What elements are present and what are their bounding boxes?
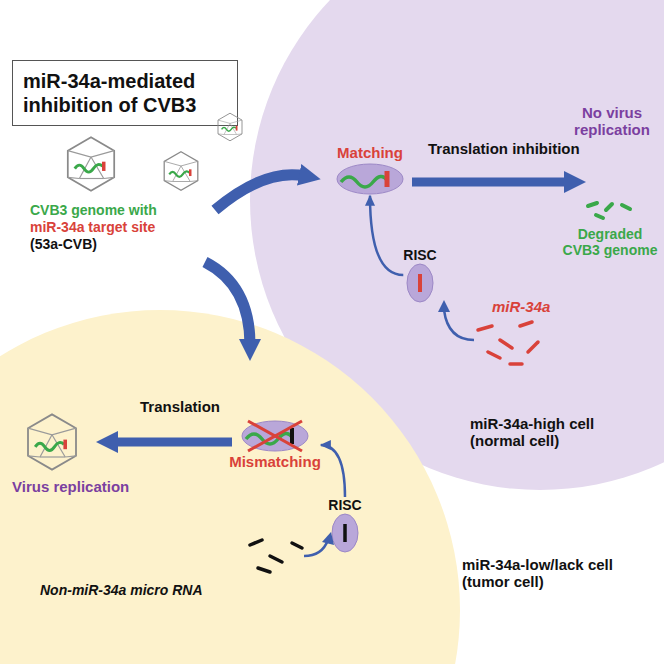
- complex-shape: [240, 419, 310, 453]
- virus-icon: [218, 113, 242, 141]
- complex-label: RISC: [328, 497, 361, 513]
- complex-shape: [331, 513, 359, 553]
- matching-complex: Matching: [335, 144, 405, 195]
- thin-arrow: [444, 310, 474, 340]
- mirna-fragments: [250, 540, 302, 572]
- complex-shape: [335, 162, 405, 196]
- annotation: Degraded CVB3 genome: [560, 226, 660, 258]
- title: miR-34a-mediated inhibition of CVB3: [23, 69, 227, 117]
- risc-complex: RISC: [403, 247, 436, 303]
- connector-arrow: [370, 196, 403, 275]
- complex-label: Matching: [337, 144, 403, 161]
- connector-arrow: [321, 445, 345, 497]
- mismatching-complex: Mismatching: [229, 419, 321, 470]
- annotation: Translation inhibition: [428, 140, 580, 157]
- flow-arrow: [205, 262, 250, 345]
- annotation: Non-miR-34a micro RNA: [40, 582, 203, 598]
- annotation: miR-34a target site: [30, 219, 155, 235]
- virus-icon: [164, 152, 198, 191]
- annotation: Translation: [140, 398, 220, 415]
- annotation: No virus replication: [568, 104, 656, 139]
- translation-arrow: [112, 438, 232, 447]
- arrow-head: [438, 300, 450, 312]
- complex-label: RISC: [403, 247, 436, 263]
- title-box: miR-34a-mediated inhibition of CVB3: [12, 60, 238, 126]
- arrow-head: [322, 532, 334, 545]
- cell-label: miR-34a-high cell (normal cell): [470, 415, 600, 450]
- virus-icon: [68, 137, 114, 190]
- annotation: (53a-CVB): [30, 236, 97, 252]
- annotation: miR-34a: [492, 298, 550, 315]
- complex-label: Mismatching: [229, 453, 321, 470]
- degraded-fragments: [588, 203, 630, 218]
- flow-arrow: [215, 175, 305, 210]
- complex-shape: [406, 263, 434, 303]
- annotation: Virus replication: [12, 478, 129, 495]
- cell-label: miR-34a-low/lack cell (tumor cell): [462, 556, 642, 591]
- translation-arrow: [412, 178, 570, 187]
- annotation: CVB3 genome with: [30, 202, 157, 218]
- virus-icon: [28, 414, 76, 469]
- mirna-fragments: [478, 322, 538, 364]
